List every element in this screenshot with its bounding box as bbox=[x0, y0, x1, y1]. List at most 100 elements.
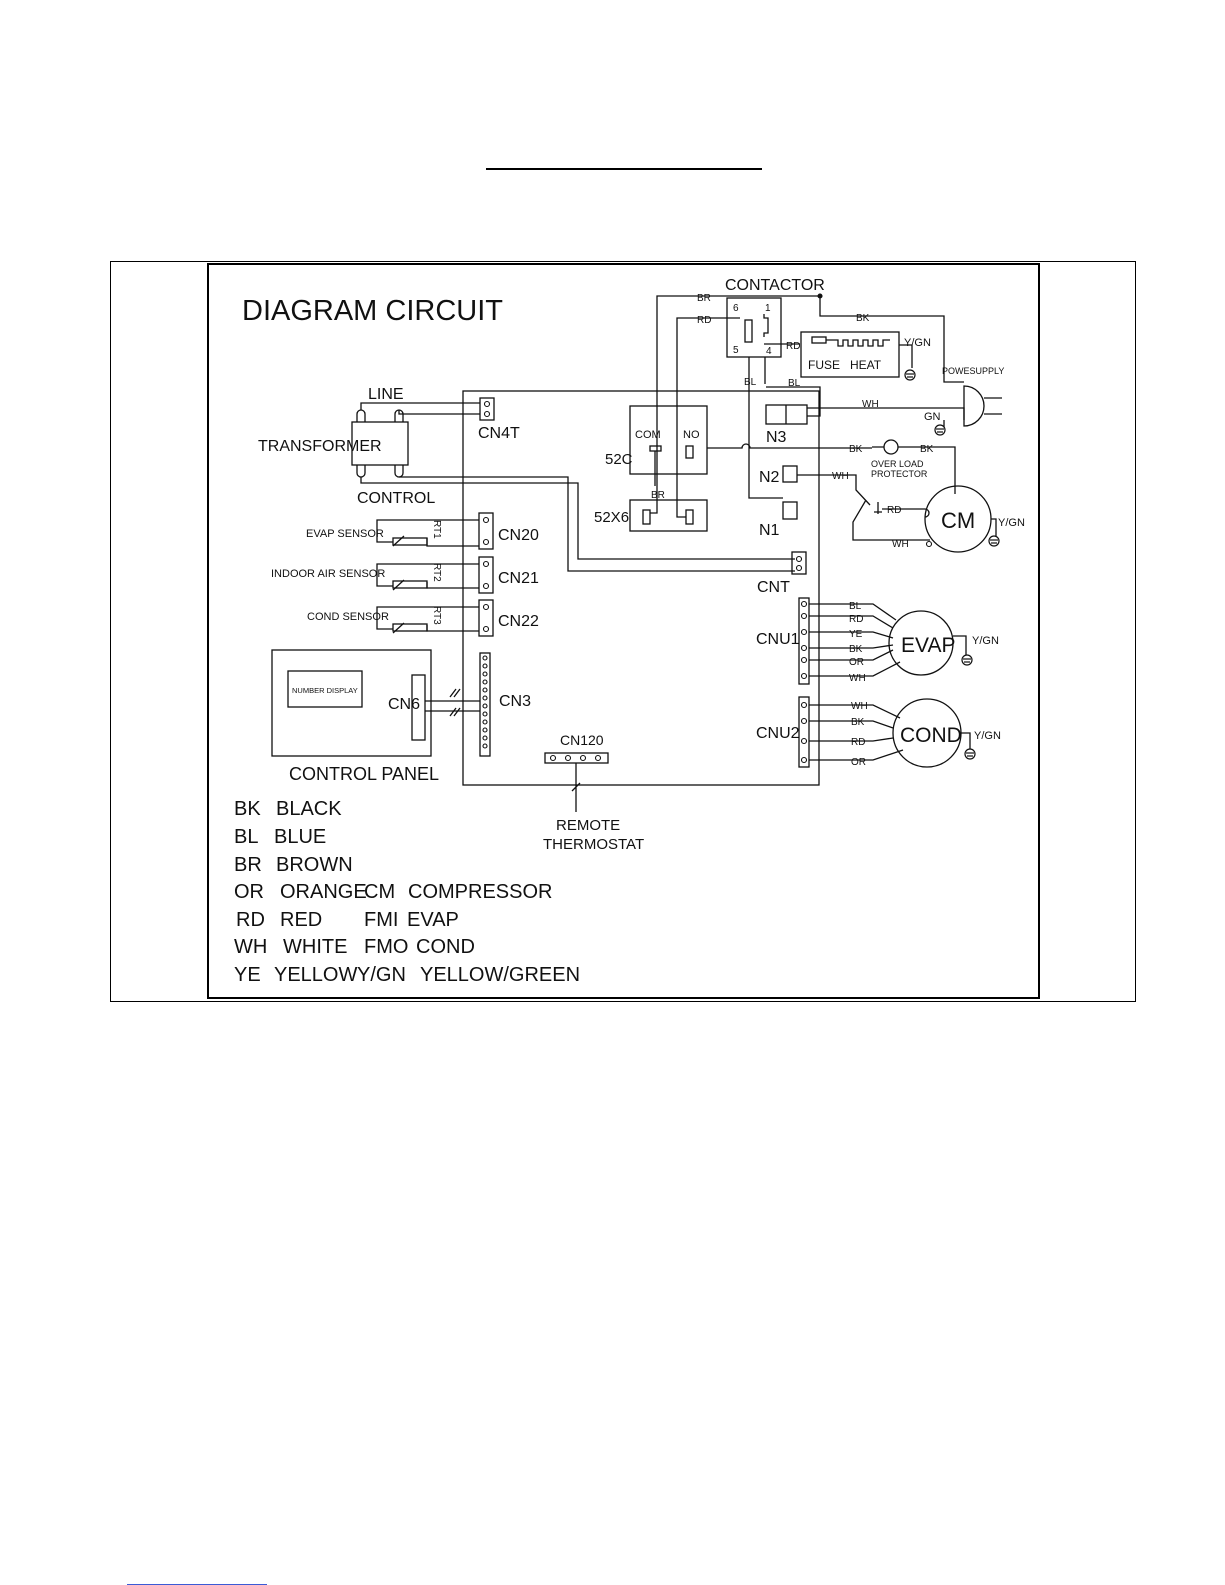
label-cn3: CN3 bbox=[499, 693, 531, 710]
label-fuse: FUSE bbox=[808, 358, 840, 372]
legend-code2: FMI bbox=[364, 909, 398, 931]
label-com: COM bbox=[635, 429, 661, 441]
connector-cnu2 bbox=[798, 696, 810, 768]
label-line: LINE bbox=[368, 386, 404, 403]
legend-name: BLUE bbox=[274, 826, 326, 848]
label-ygn-cond: Y/GN bbox=[974, 730, 1001, 742]
diagram-title: DIAGRAM CIRCUIT bbox=[242, 295, 503, 327]
wire-tag-wh-power: WH bbox=[862, 399, 879, 410]
wire-tag-or-cond: OR bbox=[851, 757, 866, 768]
overload-protector bbox=[883, 439, 899, 455]
ground-cm bbox=[988, 535, 1000, 547]
control-panel bbox=[271, 649, 432, 757]
relay-52c bbox=[629, 405, 708, 475]
label-gn: GN bbox=[924, 411, 941, 423]
wire-tag-bk: BK bbox=[856, 313, 870, 324]
legend-name2: EVAP bbox=[407, 909, 459, 931]
connector-pins bbox=[482, 293, 933, 764]
label-cn21: CN21 bbox=[498, 570, 539, 587]
label-remote: REMOTE bbox=[556, 817, 620, 834]
wire-tag-or-evap: OR bbox=[849, 657, 864, 668]
wire-tags: BR RD BK RD BL BL WH BR BK BK WH RD WH B… bbox=[651, 293, 934, 768]
label-overload-1: OVER LOAD bbox=[871, 459, 924, 469]
legend-code: BK bbox=[234, 798, 261, 820]
label-transformer: TRANSFORMER bbox=[258, 438, 382, 455]
label-rt3: RT3 bbox=[431, 606, 442, 625]
label-cn6: CN6 bbox=[388, 696, 420, 713]
legend-code: BR bbox=[234, 854, 262, 876]
power-plug bbox=[963, 385, 985, 427]
wire-tag-rd-cm: RD bbox=[887, 505, 901, 516]
legend-name2: YELLOW/GREEN bbox=[420, 964, 580, 986]
label-pin1: 1 bbox=[765, 303, 771, 314]
wire-tag-rd: RD bbox=[697, 315, 711, 326]
label-no: NO bbox=[683, 429, 700, 441]
label-pin6: 6 bbox=[733, 303, 739, 314]
contactor bbox=[726, 297, 782, 358]
wire-tag-ye-evap: YE bbox=[849, 629, 863, 640]
fuse-heat-box bbox=[800, 331, 900, 378]
wiring bbox=[271, 295, 1002, 812]
wire-tag-bk-cm: BK bbox=[920, 444, 934, 455]
legend-name: ORANGE bbox=[280, 881, 367, 903]
number-display bbox=[287, 670, 363, 708]
label-pin4: 4 bbox=[766, 346, 772, 357]
evap-fan-motor bbox=[888, 610, 954, 676]
legend-name: WHITE bbox=[283, 936, 347, 958]
legend-code: OR bbox=[234, 881, 264, 903]
legend-code2: FMO bbox=[364, 936, 408, 958]
wire-tag-bl-n3: BL bbox=[788, 378, 801, 389]
label-cn20: CN20 bbox=[498, 527, 539, 544]
connector-cn20 bbox=[478, 512, 494, 550]
label-rt1: RT1 bbox=[431, 520, 442, 539]
label-52c: 52C bbox=[605, 451, 633, 468]
ground-heat bbox=[904, 369, 916, 381]
label-ygn-evap: Y/GN bbox=[972, 635, 999, 647]
wire-tag-rd-cond: RD bbox=[851, 737, 865, 748]
relay-52x6 bbox=[629, 499, 708, 532]
legend-name2: COMPRESSOR bbox=[408, 881, 552, 903]
transformer bbox=[351, 421, 409, 466]
legend-code: YE bbox=[234, 964, 261, 986]
connector-cn4t bbox=[479, 397, 495, 421]
legend-code: WH bbox=[234, 936, 267, 958]
connector-cnu1 bbox=[798, 597, 810, 685]
label-n3: N3 bbox=[766, 429, 787, 446]
legend-code: BL bbox=[234, 826, 258, 848]
sensor-rt3 bbox=[392, 623, 428, 632]
label-ygn-cm: Y/GN bbox=[998, 517, 1025, 529]
legend-code2: CM bbox=[364, 881, 395, 903]
inner-frame bbox=[207, 263, 1040, 999]
label-cn120: CN120 bbox=[560, 732, 604, 748]
label-evap-sensor: EVAP SENSOR bbox=[306, 528, 384, 540]
title-underline bbox=[486, 168, 762, 170]
wire-tag-bl-evap: BL bbox=[849, 601, 862, 612]
label-number-display: NUMBER DISPLAY bbox=[292, 686, 358, 695]
label-52x6: 52X6 bbox=[594, 509, 629, 526]
legend-name: BLACK bbox=[276, 798, 342, 820]
legend-name2: COND bbox=[416, 936, 475, 958]
component-labels: CONTACTOR 6 1 5 4 FUSE HEAT Y/GN POWESUP… bbox=[258, 277, 1025, 853]
terminal-n1 bbox=[782, 501, 798, 520]
sensor-rt2 bbox=[392, 580, 428, 589]
legend: BK BLACK BL BLUE BR BROWN OR ORANGE CM C… bbox=[234, 798, 580, 986]
connector-cn6 bbox=[411, 674, 426, 741]
wire-tag-wh-cond: WH bbox=[851, 701, 868, 712]
legend-name: RED bbox=[280, 909, 322, 931]
label-pin5: 5 bbox=[733, 345, 739, 356]
connector-cnt bbox=[791, 551, 807, 575]
connector-cn3 bbox=[479, 652, 491, 757]
wire-tag-bk-cond: BK bbox=[851, 717, 865, 728]
wire-tag-wh-n2: WH bbox=[832, 471, 849, 482]
wire-tag-bk-ol: BK bbox=[849, 444, 863, 455]
wire-tag-wh-cm: WH bbox=[892, 539, 909, 550]
ground-evap bbox=[961, 654, 973, 666]
label-control: CONTROL bbox=[357, 490, 435, 507]
ground-power bbox=[934, 424, 946, 436]
ground-cond bbox=[964, 748, 976, 760]
sensor-rt1 bbox=[392, 537, 428, 546]
wire-tag-rd-heat: RD bbox=[786, 341, 800, 352]
terminal-n2 bbox=[782, 465, 798, 483]
label-cnt: CNT bbox=[757, 579, 790, 596]
wire-tag-br: BR bbox=[697, 293, 711, 304]
